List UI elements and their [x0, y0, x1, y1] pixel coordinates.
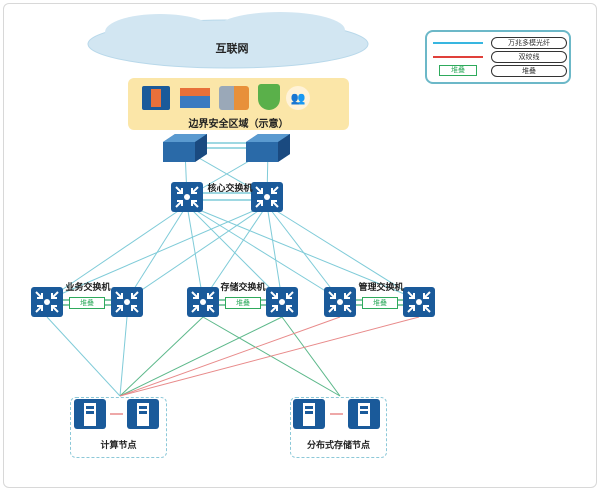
ssl-vpn-shield-icon: [258, 84, 280, 110]
business-switch-2: [110, 286, 144, 318]
storage-compute-link: [119, 316, 204, 397]
management-compute-link: [119, 316, 341, 397]
core-access-link: [186, 204, 204, 301]
users-icon: 👥: [286, 86, 310, 110]
business-stack-badge: 堆叠: [69, 297, 105, 309]
legend-item-fiber: 万兆多模光纤: [433, 37, 567, 49]
management-switch-1: [323, 286, 357, 318]
links: [46, 142, 420, 397]
storage-node-link: [281, 316, 341, 397]
core-access-link: [46, 204, 268, 301]
storage-node-label: 分布式存储节点: [306, 441, 370, 451]
legend-item-twisted-pair: 双绞线: [433, 51, 567, 63]
core-switch-right: [250, 181, 284, 213]
management-compute-link: [119, 316, 420, 397]
storage-compute-link: [119, 316, 283, 397]
core-switch-label: 核心交换机: [207, 184, 253, 194]
business-switch-label: 业务交换机: [65, 283, 111, 293]
storage-node-link: [202, 316, 341, 397]
core-access-link: [186, 204, 341, 301]
management-switch-label: 管理交换机: [358, 283, 404, 293]
business-compute-link: [46, 316, 121, 397]
legend: 万兆多模光纤 双绞线 堆叠 堆叠: [425, 30, 571, 84]
storage-node-group: 分布式存储节点: [290, 397, 387, 458]
core-access-link: [266, 204, 341, 301]
storage-stack-badge: 堆叠: [225, 297, 261, 309]
management-stack-badge: 堆叠: [362, 297, 398, 309]
internet-cloud: [87, 12, 369, 69]
security-zone: 👥 边界安全区域（示意）: [128, 78, 349, 130]
business-compute-link: [119, 316, 128, 397]
compute-node-group: 计算节点: [70, 397, 167, 458]
storage-switch-2: [265, 286, 299, 318]
diagram-frame: [3, 3, 597, 488]
storage-switch-1: [186, 286, 220, 318]
legend-item-stack: 堆叠 堆叠: [433, 65, 567, 77]
internet-label: 互联网: [215, 42, 249, 55]
business-switch-1: [30, 286, 64, 318]
core-access-link: [266, 204, 420, 301]
security-zone-label: 边界安全区域（示意）: [188, 119, 289, 130]
core-switch-left: [170, 181, 204, 213]
fire-wall-icon: [180, 88, 210, 108]
firewall-icon: [142, 86, 170, 110]
core-access-link: [202, 204, 268, 301]
core-access-link: [266, 204, 283, 301]
core-access-link: [46, 204, 188, 301]
edge-switch-left: [163, 134, 207, 162]
core-access-link: [126, 204, 268, 301]
management-switch-2: [402, 286, 436, 318]
storage-switch-label: 存储交换机: [220, 283, 266, 293]
edge-switch-right: [246, 134, 290, 162]
database-icon: [219, 86, 249, 110]
compute-node-label: 计算节点: [100, 441, 137, 451]
